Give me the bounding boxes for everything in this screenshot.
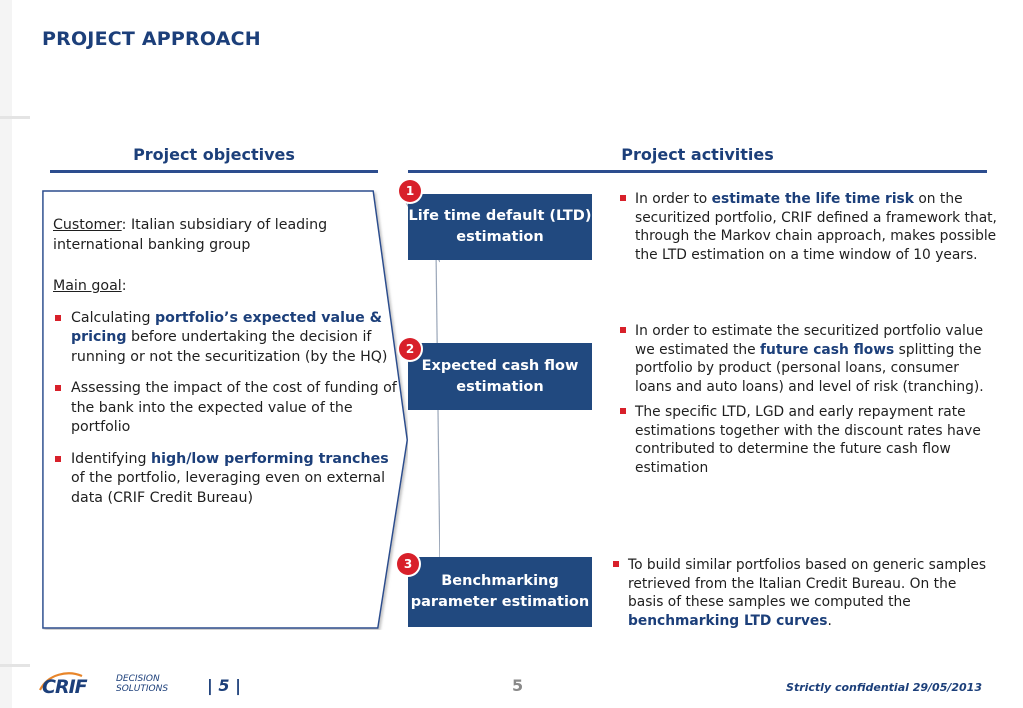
confidential-note: Strictly confidential 29/05/2013 <box>786 681 982 694</box>
objective-bullet: Calculating portfolio’s expected value &… <box>53 309 399 368</box>
activity-bullet: To build similar portfolios based on gen… <box>612 556 990 630</box>
page-title: PROJECT APPROACH <box>42 28 261 50</box>
bullet-text: Identifying <box>71 450 152 467</box>
bullet-bold: high/low performing tranches <box>151 450 389 467</box>
crif-logo-main: CRIF <box>42 676 88 698</box>
crif-logo-sub-2: SOLUTIONS <box>116 684 169 694</box>
objectives-box <box>42 190 408 629</box>
activity-bullet: The specific LTD, LGD and early repaymen… <box>619 403 997 477</box>
activity-bullet: In order to estimate the life time risk … <box>619 190 997 264</box>
bullet-text: before undertaking the decision if runni… <box>71 329 388 365</box>
step-number-badge: 1 <box>399 180 421 202</box>
step-box-cash-flow: Expected cash flow estimation <box>408 343 592 410</box>
step-2-description: In order to estimate the securitized por… <box>619 322 997 477</box>
activities-header-rule <box>408 170 987 173</box>
step-label: Life time default (LTD) estimation <box>408 208 592 245</box>
margin-tick <box>0 116 30 119</box>
step-3-description: To build similar portfolios based on gen… <box>612 556 990 630</box>
step-label: Expected cash flow estimation <box>421 357 579 395</box>
bullet-bold: future cash flows <box>760 341 895 358</box>
step-1-description: In order to estimate the life time risk … <box>619 190 997 264</box>
bullet-text: The specific LTD, LGD and early repaymen… <box>635 404 981 476</box>
bullet-text: . <box>827 612 832 629</box>
main-goal-line: Main goal: <box>53 277 399 297</box>
step-box-ltd: Life time default (LTD) estimation <box>408 194 592 260</box>
margin-tick-bottom <box>0 664 30 667</box>
crif-logo: CRIF DECISION SOLUTIONS <box>38 670 188 698</box>
step-box-benchmarking: Benchmarking parameter estimation <box>408 557 592 627</box>
step-number-badge: 3 <box>397 553 419 575</box>
bullet-bold: portfolio’s expected value & pricing <box>71 309 383 346</box>
bullet-text: on the securitized portfolio, CRIF defin… <box>635 191 997 263</box>
bullet-text: Calculating <box>71 309 155 326</box>
bullet-bold: benchmarking LTD curves <box>628 612 828 629</box>
crif-logo-swoosh-icon <box>39 672 83 691</box>
customer-label: Customer <box>53 217 122 233</box>
objectives-header: Project objectives <box>133 145 295 164</box>
bullet-text: To build similar portfolios based on gen… <box>628 557 987 610</box>
page-number: 5 <box>512 676 524 695</box>
customer-text: : Italian subsidiary of leading internat… <box>53 217 328 253</box>
crif-logo-sub-1: DECISION <box>116 674 160 684</box>
objective-bullet: Assessing the impact of the cost of fund… <box>53 379 399 438</box>
customer-line: Customer: Italian subsidiary of leading … <box>53 216 399 255</box>
left-margin-strip <box>0 0 12 708</box>
objective-bullet: Identifying high/low performing tranches… <box>53 450 399 509</box>
bullet-text: In order to <box>635 191 712 207</box>
page-marker: | 5 | <box>207 676 241 695</box>
activity-bullet: In order to estimate the securitized por… <box>619 322 997 396</box>
objectives-header-rule <box>50 170 378 173</box>
objectives-content: Customer: Italian subsidiary of leading … <box>53 216 399 508</box>
main-goal-label: Main goal <box>53 278 122 294</box>
bullet-text: splitting the portfolio by product (pers… <box>635 341 984 395</box>
step-number-badge: 2 <box>399 338 421 360</box>
step-label: Benchmarking parameter estimation <box>410 573 590 610</box>
bullet-bold: estimate the life time risk <box>711 191 914 207</box>
bullet-text: In order to estimate the securitized por… <box>635 323 984 358</box>
bullet-text: of the portfolio, leveraging even on ext… <box>71 470 386 506</box>
bullet-text: Assessing the impact of the cost of fund… <box>71 380 397 435</box>
activities-header: Project activities <box>621 145 774 164</box>
main-goal-colon: : <box>121 278 127 294</box>
